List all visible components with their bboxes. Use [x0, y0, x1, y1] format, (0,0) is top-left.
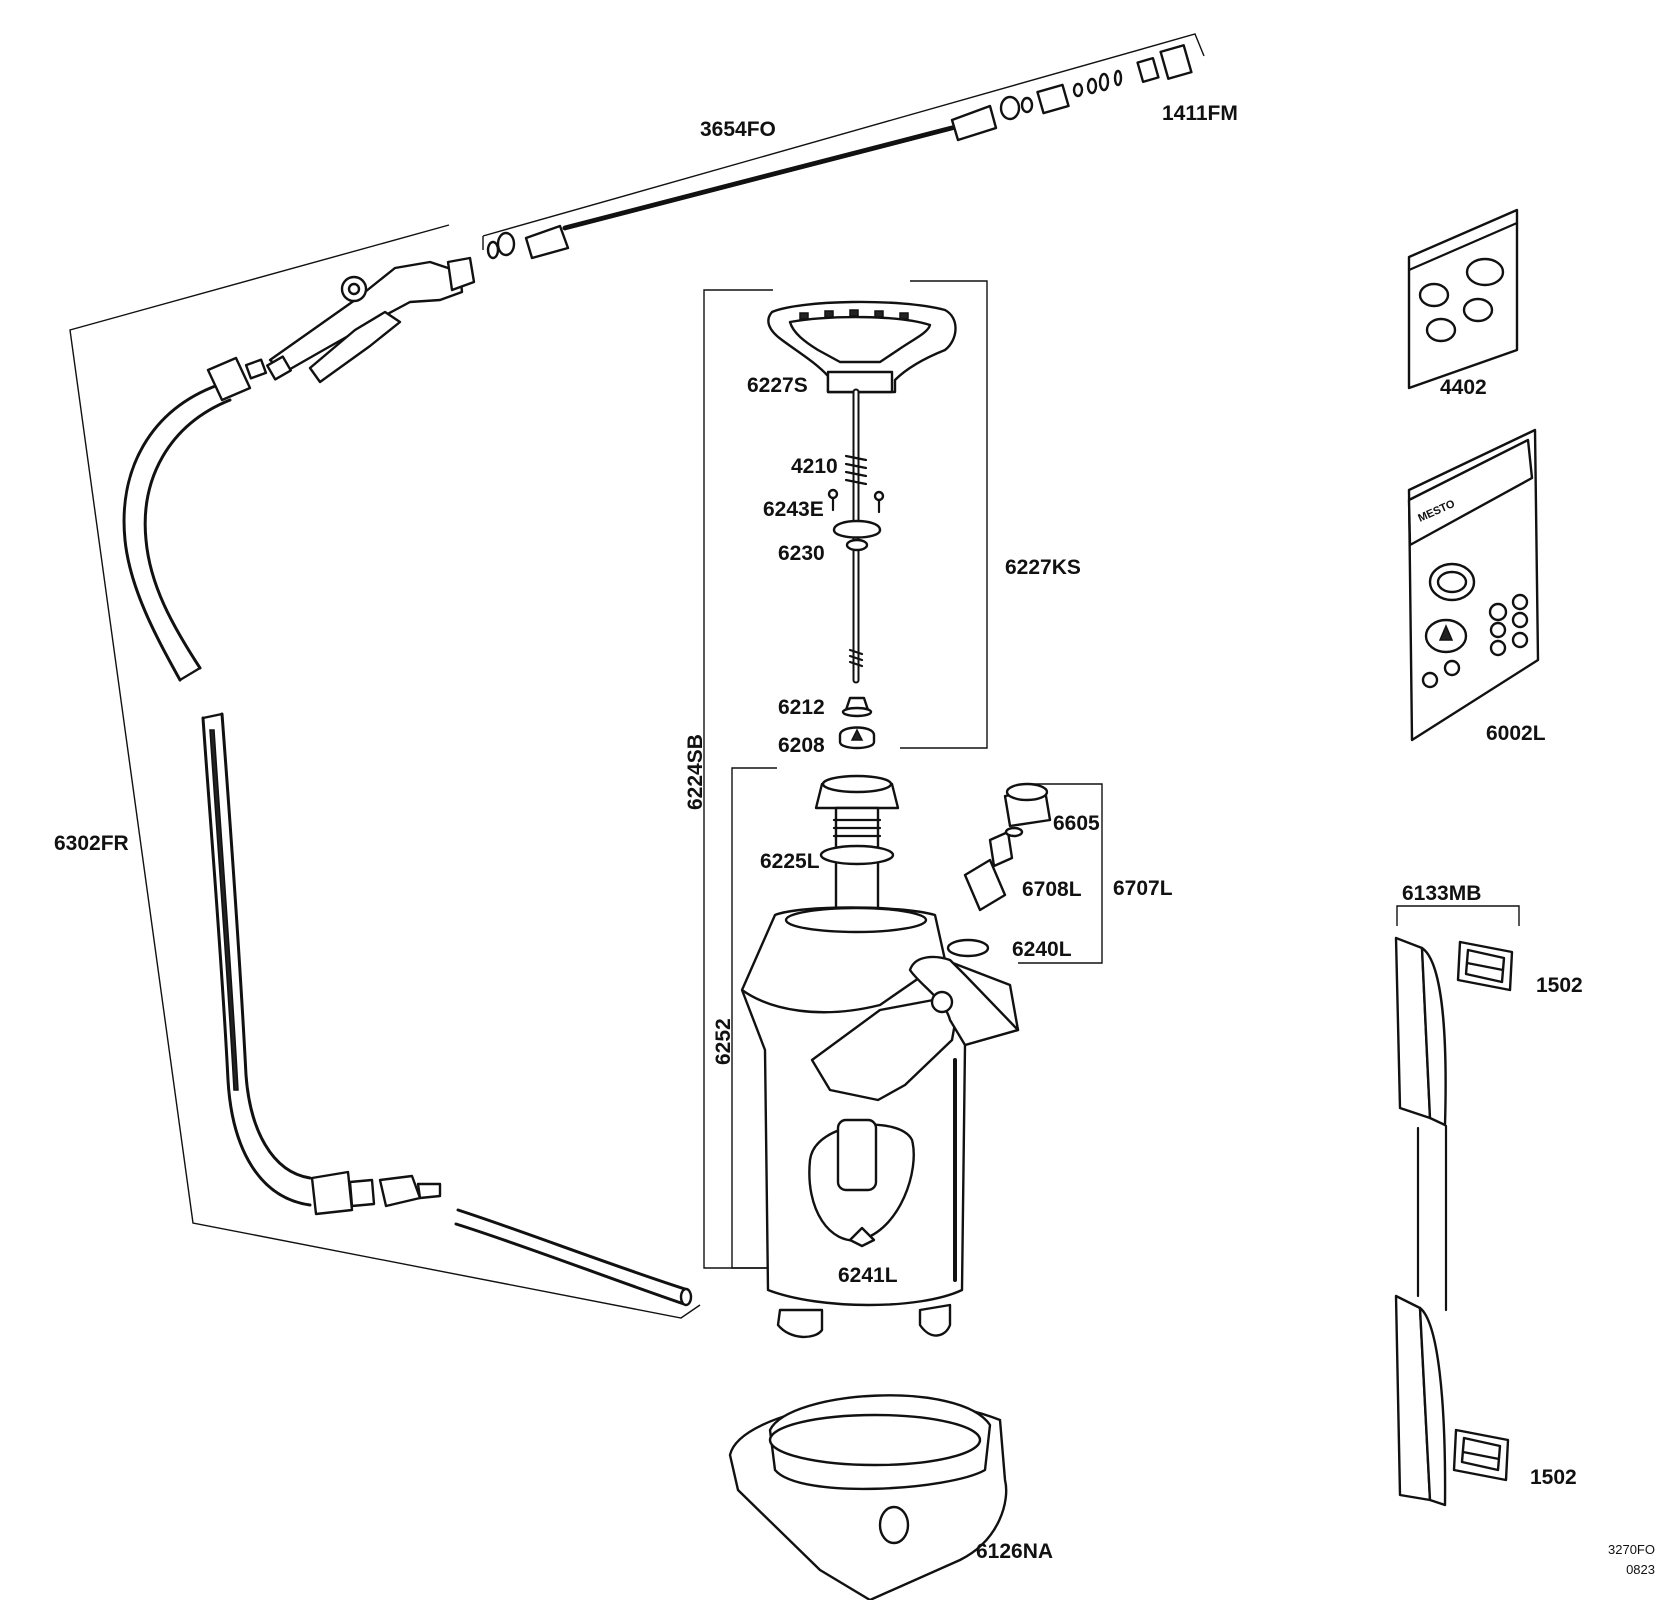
- seal-kit-bag-6002L: MESTO: [1407, 428, 1540, 742]
- label-6002L: 6002L: [1486, 722, 1546, 745]
- label-4210: 4210: [791, 455, 838, 478]
- shoulder-strap: [1394, 905, 1520, 1507]
- label-6212: 6212: [778, 696, 825, 719]
- label-6227KS: 6227KS: [1005, 556, 1081, 579]
- label-6708L: 6708L: [1022, 878, 1082, 901]
- label-6240L: 6240L: [1012, 938, 1072, 961]
- label-3654FO: 3654FO: [700, 118, 776, 141]
- pump-assembly: [703, 280, 988, 1269]
- label-6224SB: 6224SB: [684, 734, 707, 810]
- label-6302FR: 6302FR: [54, 832, 129, 855]
- label-6208: 6208: [778, 734, 825, 757]
- label-6241L: 6241L: [838, 1264, 898, 1287]
- seal-kit-bag-4402: [1407, 208, 1519, 390]
- label-6230: 6230: [778, 542, 825, 565]
- label-6225L: 6225L: [760, 850, 820, 873]
- label-1502-top: 1502: [1536, 974, 1583, 997]
- label-4402: 4402: [1440, 376, 1487, 399]
- hose-assembly: [69, 224, 701, 1319]
- label-6243E: 6243E: [763, 498, 824, 521]
- label-1502-bottom: 1502: [1530, 1466, 1577, 1489]
- label-6126NA: 6126NA: [976, 1540, 1053, 1563]
- label-6252: 6252: [712, 1018, 735, 1065]
- base-ring: [728, 1394, 1008, 1600]
- drawing-reference-code: 3270FO: [1608, 1542, 1655, 1557]
- spray-lance: [482, 33, 1205, 260]
- label-6227S: 6227S: [747, 374, 808, 397]
- label-6707L: 6707L: [1113, 877, 1173, 900]
- label-6133MB: 6133MB: [1402, 882, 1481, 905]
- label-6605: 6605: [1053, 812, 1100, 835]
- drawing-reference-date: 0823: [1626, 1562, 1655, 1577]
- label-1411FM: 1411FM: [1162, 102, 1238, 125]
- tank: [731, 767, 1103, 1339]
